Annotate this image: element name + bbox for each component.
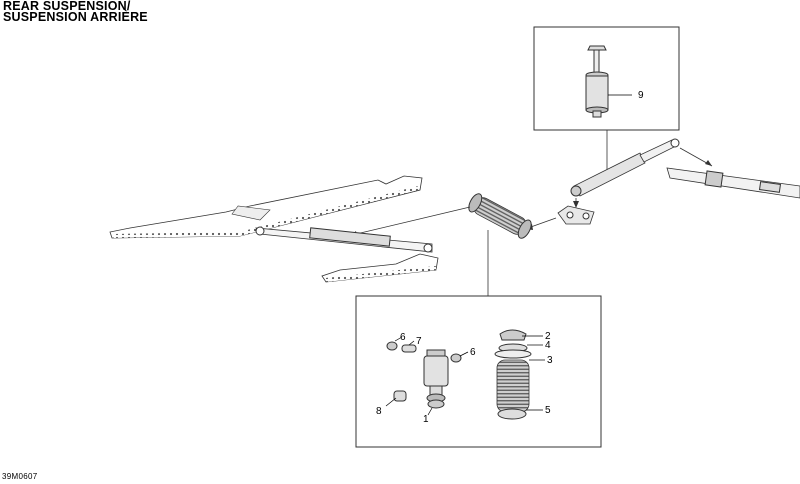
callout-7: 7 (416, 336, 422, 347)
front-shock-spring-assembly (468, 193, 532, 239)
spring-stack (494, 329, 532, 420)
callout-8: 8 (376, 406, 382, 417)
callout-6-left: 6 (400, 332, 406, 343)
bushing-7 (401, 344, 417, 353)
slide-rail-left (109, 175, 423, 239)
callout-4: 4 (545, 340, 551, 351)
shock-absorber-1-part (423, 349, 449, 409)
title-line-1: REAR SUSPENSION/ (3, 0, 131, 13)
callout-5: 5 (545, 405, 551, 416)
rear-shock-assembly (570, 138, 680, 197)
front-arm (255, 226, 433, 253)
sleeve-8 (393, 390, 407, 402)
callout-9: 9 (638, 90, 644, 101)
title-line-2: SUSPENSION ARRIÈRE (3, 10, 148, 24)
shock-absorber-9-part (585, 45, 609, 118)
rear-arm-right (666, 167, 800, 199)
inset-box-front-shock: 6 7 6 8 1 2 4 3 5 (355, 295, 602, 448)
center-bracket (557, 205, 595, 225)
nut-6-right (450, 353, 462, 363)
drawing-code: 39M0607 (2, 472, 38, 481)
callout-1: 1 (423, 414, 429, 425)
callout-3: 3 (547, 355, 553, 366)
slide-rail-lower (321, 253, 439, 283)
callout-2: 2 (545, 331, 551, 342)
nut-6-left (386, 341, 398, 351)
diagram-title: REAR SUSPENSION/ SUSPENSION ARRIÈRE (3, 0, 148, 24)
inset-box-shock: 9 (533, 26, 680, 131)
callout-6-right: 6 (470, 347, 476, 358)
